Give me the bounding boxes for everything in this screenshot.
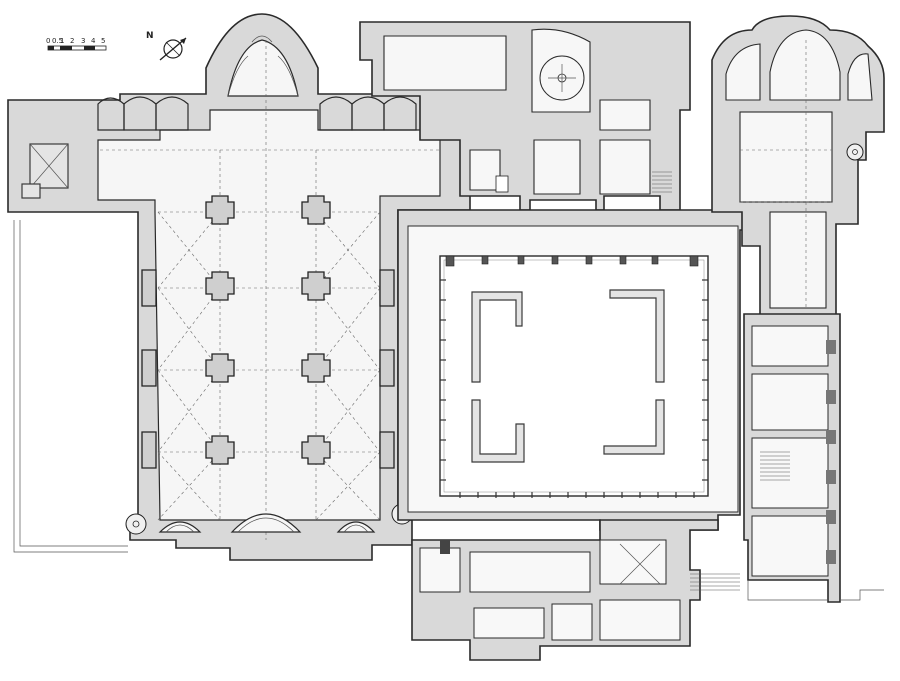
scale-label-0: 0 [46, 37, 50, 45]
north-arrow-icon: N [146, 31, 187, 61]
scale-label-4: 4 [91, 37, 96, 45]
north-wing [359, 21, 691, 211]
scale-bar: 0 0.5 1 2 3 4 5 [46, 37, 107, 51]
east-chapel [711, 15, 885, 323]
scale-label-1: 1 [60, 37, 64, 45]
cloister [397, 209, 751, 531]
scale-label-0-5: 0.5 [52, 37, 63, 45]
church-plan [7, 13, 471, 561]
scale-label-5: 5 [101, 37, 105, 45]
north-label: N [146, 31, 154, 41]
scale-label-2: 2 [70, 37, 74, 45]
south-range [411, 519, 740, 661]
scale-label-3: 3 [81, 37, 85, 45]
nave-pier [205, 195, 331, 465]
west-court-outline [13, 220, 128, 553]
east-range [743, 313, 884, 603]
cloister-column [445, 255, 699, 267]
